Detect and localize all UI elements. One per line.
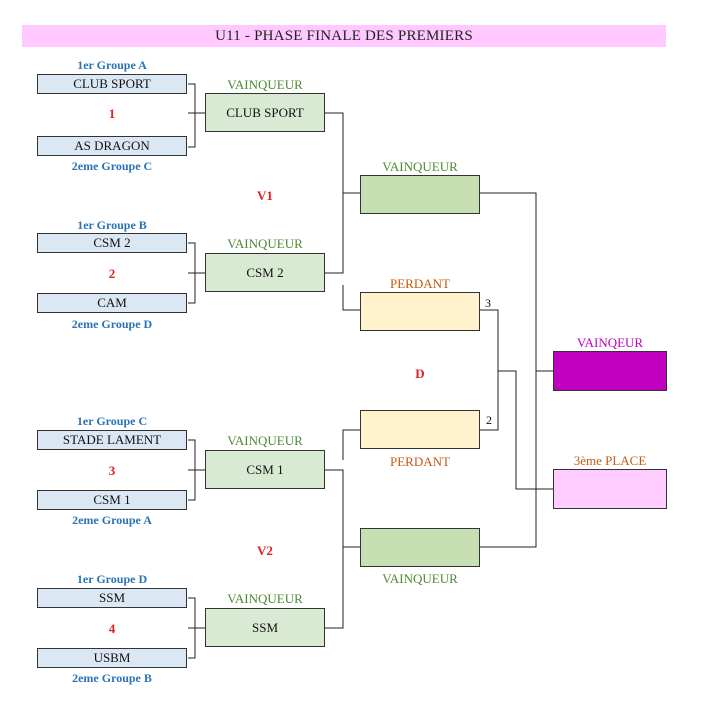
semi-loser-box (360, 292, 480, 331)
bracket-line (498, 370, 553, 490)
winner-caption: VAINQUEUR (227, 236, 303, 251)
group-label: 1er Groupe B (77, 218, 147, 232)
match-number: 3 (108, 463, 116, 478)
semi-loser-caption: PERDANT (390, 276, 450, 291)
loser-seed: 2 (486, 413, 492, 427)
team-slot: USBM (37, 648, 187, 668)
match-winner-box: CLUB SPORT (205, 93, 325, 132)
group-label: 1er Groupe D (76, 572, 148, 586)
match-winner-box: SSM (205, 608, 325, 647)
bracket-line (342, 285, 360, 311)
winner-caption: VAINQUEUR (227, 77, 303, 92)
team-slot: CAM (37, 293, 187, 313)
semi-loser-caption: PERDANT (390, 454, 450, 469)
third-place-box (553, 469, 667, 509)
semi-label-d: D (415, 366, 425, 381)
semi-winner-box (360, 175, 480, 214)
bracket-line (324, 112, 344, 274)
team-slot: AS DRAGON (37, 136, 187, 156)
bracket-line (324, 469, 344, 629)
semi-label-v1: V1 (257, 188, 273, 203)
semi-label-v2: V2 (257, 543, 273, 558)
team-slot: STADE LAMENT (37, 430, 187, 450)
match-number: 2 (108, 266, 116, 281)
team-slot: CSM 1 (37, 490, 187, 510)
group-label: 2eme Groupe C (71, 159, 153, 173)
match-number: 1 (108, 106, 116, 121)
group-label: 2eme Groupe D (71, 317, 153, 331)
semi-winner-caption: VAINQUEUR (382, 571, 458, 586)
group-label: 1er Groupe A (77, 58, 147, 72)
team-slot: CSM 2 (37, 233, 187, 253)
third-place-caption: 3ème PLACE (573, 453, 647, 468)
champion-box (553, 351, 667, 391)
loser-seed: 3 (485, 296, 491, 310)
group-label: 2eme Groupe B (72, 671, 152, 685)
match-winner-box: CSM 2 (205, 253, 325, 292)
winner-caption: VAINQUEUR (227, 591, 303, 606)
group-label: 2eme Groupe A (72, 513, 152, 527)
champion-caption: VAINQEUR (576, 335, 644, 350)
team-slot: SSM (37, 588, 187, 608)
semi-winner-box (360, 528, 480, 567)
bracket-line (342, 429, 360, 460)
match-number: 4 (108, 621, 116, 636)
semi-loser-box (360, 410, 480, 449)
team-slot: CLUB SPORT (37, 74, 187, 94)
winner-caption: VAINQUEUR (227, 433, 303, 448)
page-title: U11 - PHASE FINALE DES PREMIERS (22, 25, 666, 47)
semi-winner-caption: VAINQUEUR (382, 159, 458, 174)
bracket-line (478, 309, 499, 431)
match-winner-box: CSM 1 (205, 450, 325, 489)
group-label: 1er Groupe C (76, 414, 148, 428)
bracket-line (188, 83, 196, 148)
bracket-line (478, 192, 537, 548)
